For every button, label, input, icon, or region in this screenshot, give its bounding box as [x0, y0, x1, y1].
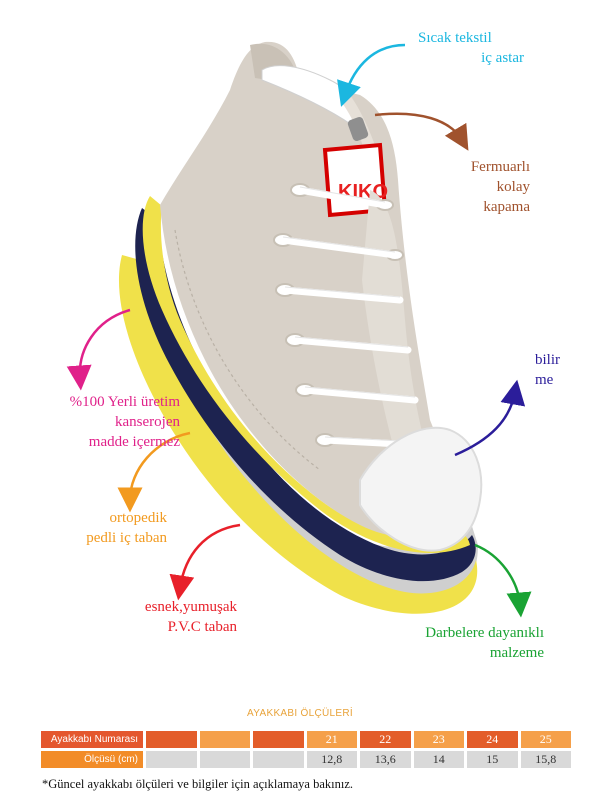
- callout-breathable-line1: bilir: [535, 352, 560, 368]
- callout-lining: Sıcak tekstil iç astar: [418, 28, 524, 68]
- callout-durable: Darbelere dayanıklı malzeme: [410, 623, 544, 663]
- length-cell: [146, 751, 197, 768]
- callout-ortho-line2: pedli iç taban: [86, 530, 167, 546]
- callout-durable-line1: Darbelere dayanıklı: [425, 625, 544, 641]
- callout-lining-line1: Sıcak tekstil: [418, 30, 492, 46]
- callout-zipper-line2: kolay: [496, 179, 530, 195]
- length-cell: 14: [413, 751, 464, 768]
- callout-ortho: ortopedik pedli iç taban: [40, 508, 167, 548]
- callout-ortho-line1: ortopedik: [109, 510, 168, 526]
- callout-local: %100 Yerli üretim kanserojen madde içerm…: [20, 392, 180, 452]
- length-cell: 15,8: [520, 751, 571, 768]
- length-cell: 15: [467, 751, 518, 768]
- length-cell: 13,6: [360, 751, 411, 768]
- callout-lining-line2: iç astar: [481, 50, 524, 66]
- callout-zipper: Fermuarlı kolay kapama: [440, 157, 530, 217]
- size-cell: 23: [413, 731, 464, 748]
- size-table-title: AYAKKABI ÖLÇÜLERİ: [247, 708, 353, 719]
- callout-sole-line1: esnek,yumuşak: [144, 599, 237, 615]
- length-row-header: Ölçüsü (cm): [41, 751, 143, 768]
- length-cell: [253, 751, 304, 768]
- callout-local-line2: kanserojen: [115, 414, 180, 430]
- callout-durable-line2: malzeme: [489, 645, 544, 661]
- callout-zipper-line3: kapama: [483, 199, 530, 215]
- length-cell: 12,8: [306, 751, 357, 768]
- size-table: Ayakkabı Numarası 21 22 23 24 25 Ölçüsü …: [41, 731, 571, 771]
- size-row: Ayakkabı Numarası 21 22 23 24 25: [41, 731, 571, 748]
- size-cell: 22: [360, 731, 411, 748]
- callout-sole-line2: P.V.C taban: [167, 619, 237, 635]
- callout-breathable-line2: me: [535, 372, 554, 388]
- callout-local-line3: madde içermez: [88, 434, 180, 450]
- footnote: *Güncel ayakkabı ölçüleri ve bilgiler iç…: [42, 777, 353, 791]
- size-cell: 21: [306, 731, 357, 748]
- shoe-image: KIKO: [118, 41, 483, 614]
- callout-breathable: bilir me: [535, 350, 560, 390]
- callout-local-line1: %100 Yerli üretim: [69, 394, 180, 410]
- length-cell: [199, 751, 250, 768]
- size-cell: 25: [520, 731, 571, 748]
- size-cell: [253, 731, 304, 748]
- length-row: Ölçüsü (cm) 12,8 13,6 14 15 15,8: [41, 751, 571, 768]
- callout-zipper-line1: Fermuarlı: [470, 159, 530, 175]
- size-row-header: Ayakkabı Numarası: [41, 731, 143, 748]
- size-cell: [146, 731, 197, 748]
- size-cell: [199, 731, 250, 748]
- callout-sole: esnek,yumuşak P.V.C taban: [100, 597, 237, 637]
- size-cell: 24: [467, 731, 518, 748]
